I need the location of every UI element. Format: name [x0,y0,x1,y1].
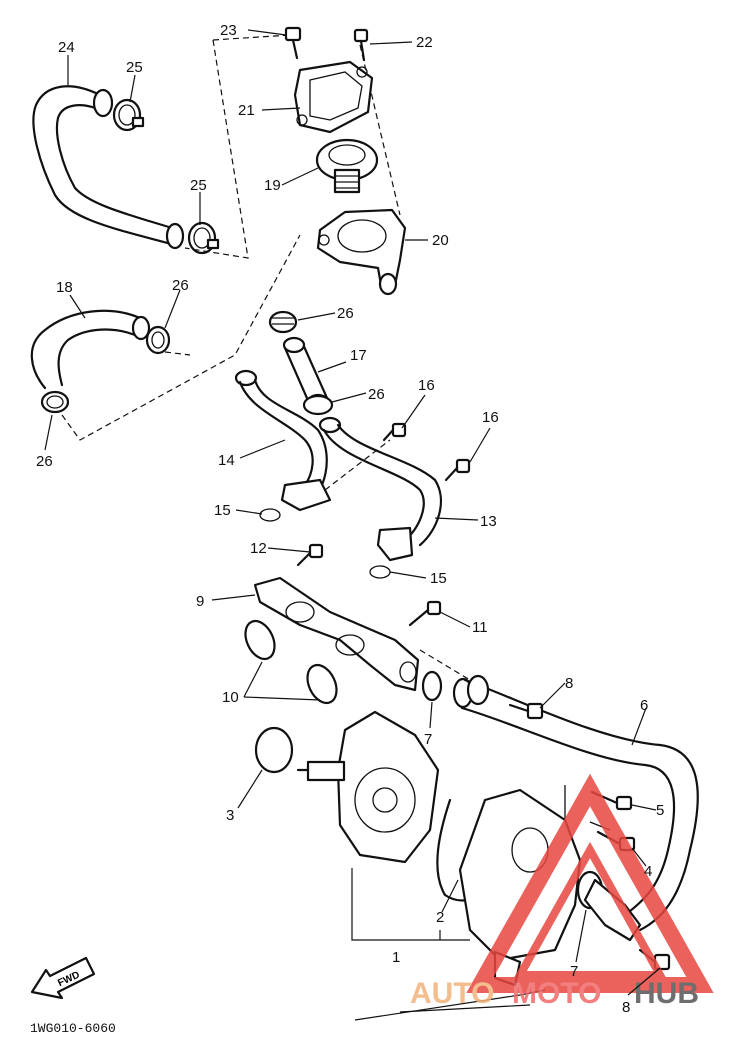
callout-1: 1 [392,949,400,966]
watermark-auto: AUTO [410,977,494,1010]
pipe-13 [318,416,442,579]
assembly-line [164,351,191,356]
callout-26-a: 26 [172,277,189,294]
assembly-line [212,34,291,41]
hose-18 [30,309,151,390]
clamp-25-upper [112,98,145,132]
fwd-arrow-icon: FWD [30,956,96,1000]
clamp-26-a [145,325,171,355]
watermark-triangle-icon [466,773,714,993]
document-number: 1WG010-6060 [30,1021,116,1036]
clamp-26-c [302,394,334,416]
callout-11: 11 [472,619,488,636]
callout-10: 10 [222,689,239,706]
callout-6: 6 [640,697,648,714]
callout-15-b: 15 [430,570,447,587]
callout-13: 13 [480,513,497,530]
callout-18: 18 [56,279,73,296]
assembly-line [324,439,391,491]
bolt-12 [296,543,324,567]
callout-20: 20 [432,232,449,249]
callout-leaders [44,29,661,996]
o-ring-10-b [306,663,338,705]
callout-12: 12 [250,540,267,557]
assembly-line [184,39,249,259]
callout-9: 9 [196,593,204,610]
bolt-8-a [508,702,544,720]
callout-26-b: 26 [337,305,354,322]
pipe-14 [234,369,332,522]
hose-24 [32,85,185,250]
thermostat-cover-21 [293,60,374,134]
watermark-triangle-inner-icon [513,841,667,979]
callout-22: 22 [416,34,433,51]
callout-5: 5 [656,802,664,819]
callout-2: 2 [436,909,444,926]
callout-14: 14 [218,452,235,469]
o-ring-3 [254,726,294,774]
assembly-line [61,234,301,441]
watermark-hub: HUB [634,977,699,1010]
callout-8-b: 8 [622,999,630,1016]
callout-16-b: 16 [482,409,499,426]
watermark-moto: MOTO [512,977,601,1010]
callout-16-a: 16 [418,377,435,394]
thermostat-housing-20 [316,208,407,296]
callout-26-c: 26 [368,386,385,403]
callout-8-a: 8 [565,675,573,692]
callout-26-d: 26 [36,453,53,470]
callout-7-b: 7 [570,963,578,980]
bracket-1 [351,868,470,941]
clamp-25-lower [187,221,220,255]
callout-17: 17 [350,347,367,364]
bolt-23 [284,26,302,60]
bolt-16-a [382,422,407,442]
leader-line [399,1004,531,1013]
callout-24: 24 [58,39,75,56]
hose-6 [452,674,699,932]
callout-labels: 1 2 3 4 5 6 7 7 8 8 9 10 11 12 13 14 15 … [36,22,664,1016]
pipe-17 [268,310,330,411]
callout-23: 23 [220,22,237,39]
bolt-22 [353,28,369,62]
bolt-11 [408,600,442,627]
watermark-logo: AUTO MOTO HUB [410,773,714,1010]
pipe-assembly-9 [253,576,420,692]
callout-25-b: 25 [190,177,207,194]
callout-3: 3 [226,807,234,824]
callout-19: 19 [264,177,281,194]
o-ring-7-a [421,670,443,702]
o-ring-10-a [244,619,276,661]
clamp-26-b [40,390,70,414]
thermostat-19 [315,138,379,194]
water-pump-1 [296,710,440,864]
callout-21: 21 [238,102,255,119]
callout-4: 4 [644,863,652,880]
assembly-line [359,44,401,216]
callout-15-a: 15 [214,502,231,519]
callout-7-a: 7 [424,731,432,748]
callout-25-a: 25 [126,59,143,76]
assembly-line [419,649,471,681]
bolt-16-b [444,458,471,482]
